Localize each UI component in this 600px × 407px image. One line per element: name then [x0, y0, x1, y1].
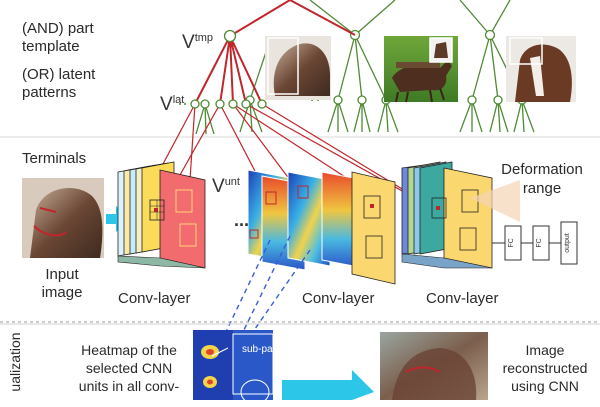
horse-thumbnail-2: [384, 36, 458, 103]
visualization-label: ualization: [7, 332, 23, 392]
deformation-cone: [470, 180, 520, 222]
v-unt-label: Vunt: [212, 176, 240, 197]
terminals-label: Terminals: [22, 150, 87, 167]
subpart-frame: [232, 333, 274, 395]
dashed-links: [221, 235, 311, 341]
conv-block-1: [117, 161, 206, 269]
or-latent-patterns-label: (OR) latent patterns: [22, 66, 96, 101]
v-lat-label: Vlat: [160, 94, 184, 115]
green-tree-nodes: [200, 29, 527, 109]
horse-thumbnail-3: [506, 36, 576, 102]
bottom-arrow: [282, 370, 374, 400]
conv-layer-label-2: Conv-layer: [302, 290, 375, 307]
input-image-label: Input image: [41, 266, 83, 301]
green-tree-edges: [195, 0, 535, 135]
red-tree-edges: [194, 0, 356, 105]
horse-thumbnail-1: [265, 36, 331, 100]
and-part-template-label: (AND) part template: [22, 20, 94, 55]
heatmap-caption: Heatmap of the selected CNN units in all…: [78, 342, 180, 394]
v-tmp-label: Vtmp: [182, 32, 213, 53]
conv-block-2: [247, 169, 396, 285]
reconstructed-image: [380, 332, 488, 400]
conv-block-3: [401, 161, 493, 269]
ellipsis-text: ...: [234, 210, 249, 230]
conv-layer-label-3: Conv-layer: [426, 290, 499, 307]
output-label: output: [564, 233, 571, 253]
tmp-node: [223, 29, 237, 43]
conv-layer-label-1: Conv-layer: [118, 290, 191, 307]
input-image: [22, 178, 104, 258]
subpart-label: sub-part: [242, 344, 279, 355]
reconstructed-caption: Image reconstructed using CNN: [502, 342, 588, 394]
bottom-heatmap: [193, 330, 274, 400]
fc2-label: FC: [536, 238, 543, 247]
deformation-range-label: Deformation range: [501, 161, 583, 197]
fc1-label: FC: [508, 238, 515, 247]
red-tree-nodes: [190, 29, 267, 109]
